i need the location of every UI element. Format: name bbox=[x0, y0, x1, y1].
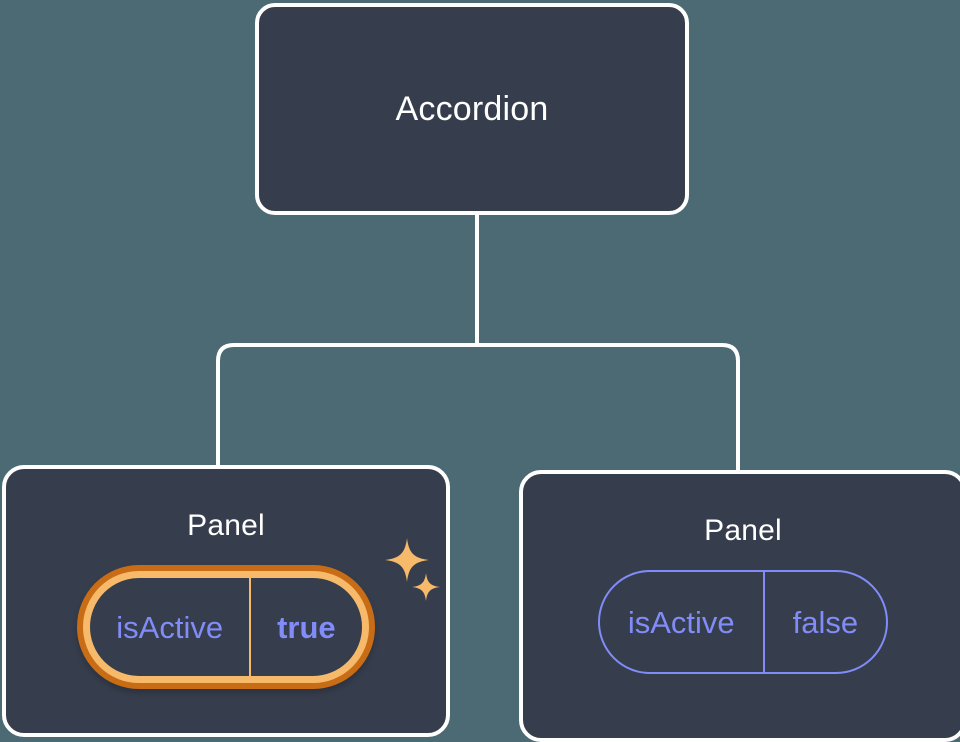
prop-pill-wrapper-active: isActive true bbox=[6, 565, 446, 689]
prop-pill-active[interactable]: isActive true bbox=[77, 565, 375, 689]
prop-pill-inactive[interactable]: isActive false bbox=[597, 570, 889, 674]
prop-value-inactive: false bbox=[762, 572, 886, 672]
node-panel-inactive-title: Panel bbox=[704, 514, 782, 547]
prop-pill-active-inner: isActive true bbox=[83, 571, 369, 683]
node-accordion[interactable]: Accordion bbox=[255, 3, 689, 215]
prop-pill-wrapper-inactive: isActive false bbox=[523, 570, 960, 674]
node-accordion-title: Accordion bbox=[395, 89, 549, 128]
node-panel-active[interactable]: Panel isActive true bbox=[2, 465, 450, 737]
node-panel-active-title: Panel bbox=[187, 509, 265, 542]
prop-value-active: true bbox=[249, 578, 362, 676]
node-panel-inactive[interactable]: Panel isActive false bbox=[519, 470, 960, 742]
prop-name-inactive: isActive bbox=[627, 604, 735, 640]
connector-branch-bar bbox=[216, 343, 740, 470]
prop-name-active: isActive bbox=[116, 609, 224, 645]
